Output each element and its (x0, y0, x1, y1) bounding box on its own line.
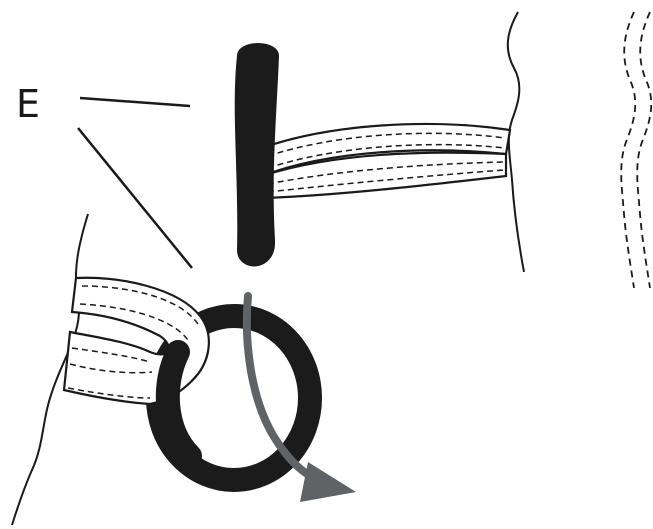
right-edge-fabric (506, 11, 525, 273)
toggle-button (234, 43, 280, 267)
leader-line-toggle (79, 96, 191, 108)
far-right-stitched-edge (620, 11, 653, 289)
leader-line-ring (77, 127, 193, 269)
left-edge-fabric (11, 213, 89, 526)
callout-group: E (16, 82, 193, 269)
right-strap-loop (260, 122, 512, 200)
insertion-arrow (242, 292, 356, 502)
o-ring-front-segment (155, 340, 202, 468)
left-strap-loop (62, 276, 210, 406)
callout-label: E (16, 82, 40, 126)
